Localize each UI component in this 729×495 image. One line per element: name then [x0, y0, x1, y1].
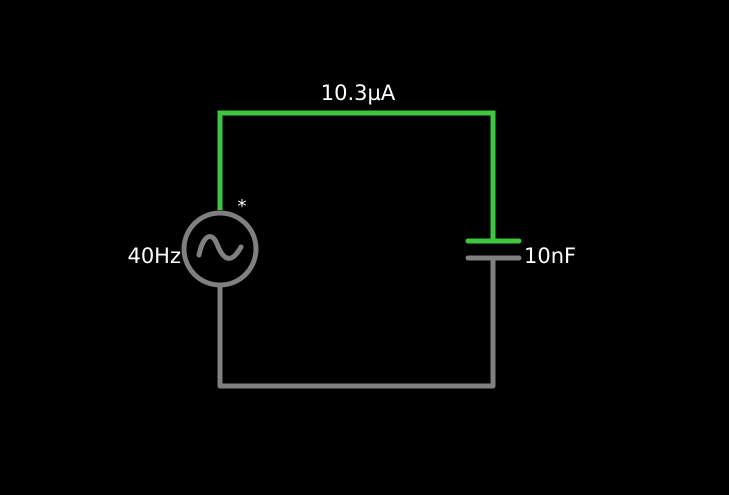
- capacitor-value-label: 10nF: [524, 244, 576, 268]
- wire-bottom[interactable]: [217, 258, 496, 389]
- sine-wave-icon: [196, 234, 244, 261]
- wire-top[interactable]: [217, 110, 496, 240]
- source-frequency-label: 40Hz: [127, 244, 181, 268]
- current-label: 10.3µA: [321, 81, 396, 105]
- source-polarity-marker: *: [238, 196, 247, 217]
